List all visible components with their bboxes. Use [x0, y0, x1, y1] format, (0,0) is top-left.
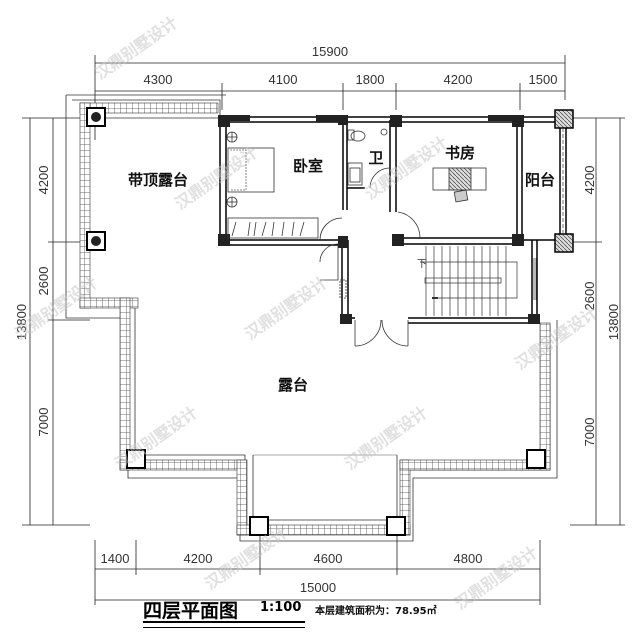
terrace-columns	[86, 107, 546, 536]
dim-right-1: 4200	[582, 166, 597, 195]
drawing-title: 四层平面图	[143, 600, 239, 622]
column-icon	[126, 449, 146, 469]
dim-bottom-1: 1400	[101, 551, 130, 566]
dim-top-4: 4200	[444, 72, 473, 87]
room-label-terrace: 露台	[278, 376, 308, 394]
column-icon	[249, 516, 269, 536]
floor-area: 本层建筑面积为：78.95㎡	[315, 606, 437, 617]
wall-columns	[218, 115, 540, 324]
bed-icon	[227, 147, 275, 193]
dim-right-2: 2600	[582, 282, 597, 311]
room-label-study: 书房	[445, 144, 475, 162]
stair-down-label: 下	[417, 259, 427, 270]
dim-bottom-total: 15000	[300, 580, 336, 595]
dim-left-1: 4200	[36, 166, 51, 195]
hall-window	[339, 279, 347, 299]
sink-icon	[347, 162, 363, 186]
dim-top-2: 4100	[269, 72, 298, 87]
round-column-icon	[91, 236, 101, 246]
dim-left-total: 13800	[14, 304, 29, 340]
room-label-balcony: 阳台	[525, 171, 555, 189]
column-icon	[526, 449, 546, 469]
toilet-icon	[347, 129, 366, 142]
svg-text:汉鼎别墅设计: 汉鼎别墅设计	[241, 273, 331, 344]
dim-left-2: 2600	[36, 267, 51, 296]
left-dimensions	[22, 117, 90, 526]
nightstand-icon	[226, 131, 238, 208]
study-door-swing	[397, 211, 421, 239]
dim-bottom-4: 4800	[454, 551, 483, 566]
right-dimensions	[570, 117, 625, 526]
staircase	[420, 246, 518, 316]
dim-left-3: 7000	[36, 408, 51, 437]
room-label-covered-terrace: 带顶露台	[128, 171, 188, 189]
room-label-bedroom: 卧室	[293, 157, 323, 175]
wardrobe-icon	[227, 217, 319, 239]
round-column-icon	[91, 112, 101, 122]
floor-drain-icon	[380, 128, 388, 136]
top-dimensions	[94, 55, 566, 140]
stair-window	[533, 258, 537, 300]
dim-bottom-2: 4200	[184, 551, 213, 566]
bedroom-door-swing	[319, 217, 343, 241]
svg-text:汉鼎别墅设计: 汉鼎别墅设计	[511, 303, 601, 374]
bathroom-door-swing	[369, 167, 391, 189]
column-icon	[386, 516, 406, 536]
dim-bottom-3: 4600	[314, 551, 343, 566]
terrace-parapet	[65, 94, 558, 542]
dim-top-5: 1500	[529, 72, 558, 87]
dim-right-3: 7000	[582, 418, 597, 447]
dim-top-total: 15900	[312, 44, 348, 59]
balcony-columns	[554, 109, 574, 253]
dim-right-total: 13800	[606, 304, 621, 340]
desk-icon	[432, 167, 487, 203]
double-door	[354, 319, 409, 347]
dim-top-3: 1800	[356, 72, 385, 87]
hall-door-swing	[319, 243, 339, 281]
drawing-scale: 1:100	[260, 600, 302, 615]
dim-top-1: 4300	[144, 72, 173, 87]
room-label-bathroom: 卫	[368, 149, 383, 167]
title-underline	[143, 621, 305, 628]
building-walls	[219, 116, 570, 324]
bottom-dimensions	[94, 520, 541, 605]
